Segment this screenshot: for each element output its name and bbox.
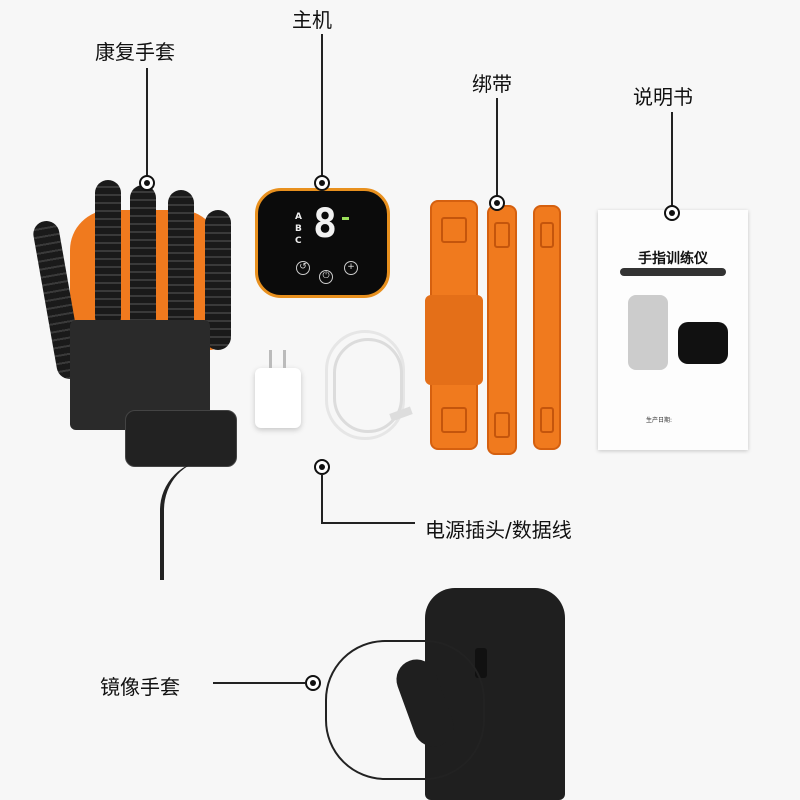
leader-line — [146, 68, 148, 176]
indicator-light — [342, 217, 349, 220]
label-host: 主机 — [292, 8, 332, 32]
manual-date-label: 生产日期: — [646, 417, 673, 424]
controller-image: A B C 8 ↺ ⏻ + — [255, 188, 390, 298]
leader-line — [496, 98, 498, 196]
label-manual: 说明书 — [633, 85, 693, 109]
mode-b: B — [295, 224, 302, 234]
leader-line — [321, 522, 415, 524]
reset-button[interactable]: ↺ — [296, 261, 310, 275]
leader-line — [213, 682, 305, 684]
power-button[interactable]: ⏻ — [319, 270, 333, 284]
manual-title: 手指训练仪 — [638, 251, 708, 267]
label-mirror-glove: 镜像手套 — [100, 675, 180, 699]
callout-dot — [305, 675, 321, 691]
callout-dot — [664, 205, 680, 221]
leader-line — [671, 112, 673, 206]
callout-dot — [489, 195, 505, 211]
label-power-cable: 电源插头/数据线 — [425, 518, 572, 542]
label-rehab-glove: 康复手套 — [95, 40, 175, 64]
mirror-glove-cable — [325, 640, 485, 780]
callout-dot — [139, 175, 155, 191]
leader-line — [321, 474, 323, 524]
callout-dot — [314, 459, 330, 475]
leader-line — [321, 34, 323, 176]
callout-dot — [314, 175, 330, 191]
power-adapter-image — [255, 350, 301, 428]
plus-button[interactable]: + — [344, 261, 358, 275]
label-strap: 绑带 — [472, 72, 512, 96]
digit-display: 8 — [313, 201, 338, 247]
mode-c: C — [295, 236, 302, 246]
mode-a: A — [295, 212, 302, 222]
rehab-glove-image — [31, 180, 240, 580]
usb-cable-image — [325, 330, 415, 445]
manual-image: 手指训练仪 生产日期: — [598, 210, 748, 450]
